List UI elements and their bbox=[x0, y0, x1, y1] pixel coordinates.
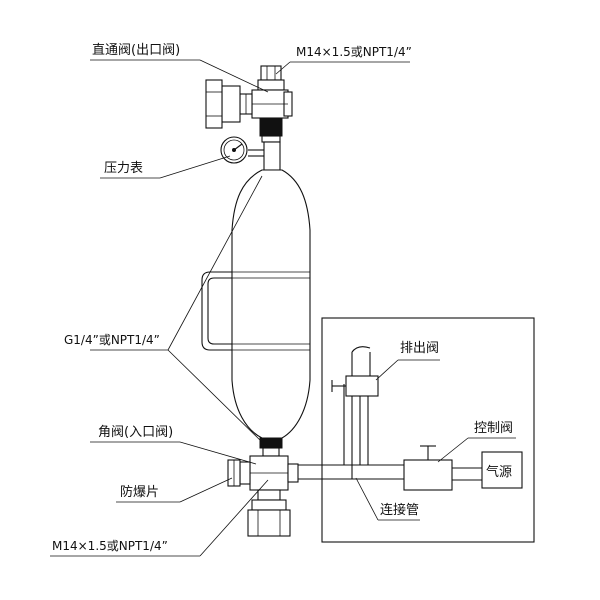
label-thread-bottom: M14×1.5或NPT1/4” bbox=[52, 539, 168, 553]
control-panel bbox=[298, 317, 535, 543]
label-pressure-gauge: 压力表 bbox=[104, 161, 143, 176]
label-thread-side: G1/4”或NPT1/4” bbox=[64, 333, 160, 347]
pressure-gauge-icon bbox=[220, 136, 248, 164]
label-control-valve: 控制阀 bbox=[474, 421, 513, 436]
gas-source-icon bbox=[481, 451, 523, 489]
label-angle-valve: 角阀(入口阀) bbox=[98, 425, 173, 440]
label-straight-valve: 直通阀(出口阀) bbox=[92, 43, 180, 58]
label-burst-disc: 防爆片 bbox=[120, 484, 159, 500]
leader-lines bbox=[50, 59, 516, 557]
label-discharge-valve: 排出阀 bbox=[400, 341, 439, 356]
label-connecting-pipe: 连接管 bbox=[380, 502, 419, 518]
angle-valve-assembly bbox=[227, 455, 299, 537]
control-valve-icon bbox=[403, 459, 453, 491]
discharge-valve-icon bbox=[345, 375, 379, 397]
sample-cylinder bbox=[201, 169, 311, 457]
label-gas-source: 气源 bbox=[486, 464, 512, 480]
label-thread-top: M14×1.5或NPT1/4” bbox=[296, 45, 412, 59]
straight-valve-assembly bbox=[205, 65, 293, 171]
